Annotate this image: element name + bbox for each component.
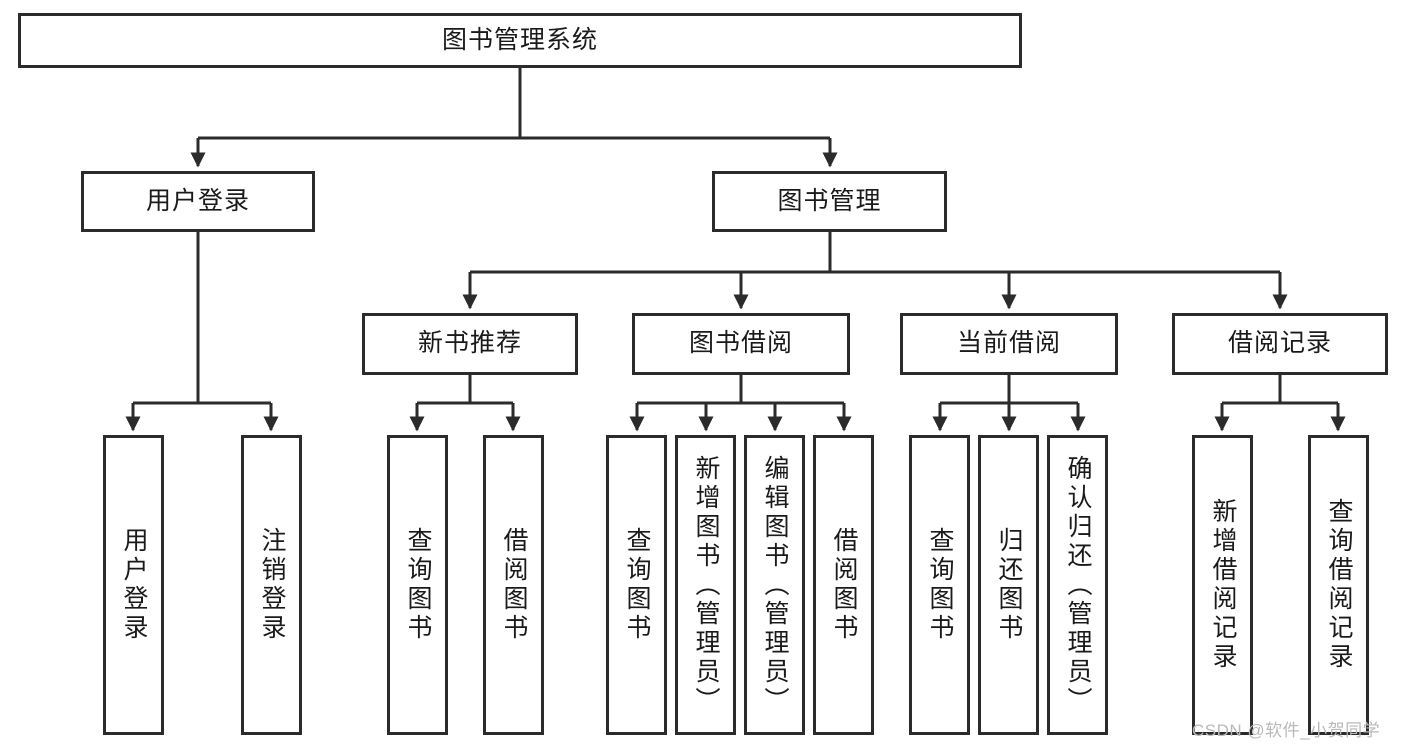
node-leaf-query-book-1[interactable]: 查询图书 <box>387 435 448 735</box>
node-leaf-edit-book[interactable]: 编辑图书（管理员） <box>744 435 805 735</box>
node-leaf-add-book[interactable]: 新增图书（管理员） <box>675 435 736 735</box>
node-leaf-edit-book-label: 编辑图书（管理员） <box>761 454 789 716</box>
node-leaf-query-book-2-label: 查询图书 <box>623 527 651 643</box>
node-current-borrow[interactable]: 当前借阅 <box>900 313 1118 375</box>
node-leaf-borrow-book-2[interactable]: 借阅图书 <box>813 435 874 735</box>
node-leaf-add-borrow-record-label: 新增借阅记录 <box>1209 498 1237 672</box>
node-book-management[interactable]: 图书管理 <box>712 171 947 232</box>
node-leaf-query-book-3-label: 查询图书 <box>926 527 954 643</box>
node-leaf-query-book-3[interactable]: 查询图书 <box>909 435 970 735</box>
csdn-watermark: CSDN @软件_小贺同学 <box>1192 721 1381 740</box>
node-new-book-recommend-label: 新书推荐 <box>417 329 522 358</box>
node-leaf-add-book-label: 新增图书（管理员） <box>692 454 720 716</box>
node-user-login-label: 用户登录 <box>145 186 250 215</box>
node-user-login[interactable]: 用户登录 <box>81 171 315 232</box>
node-leaf-query-book-1-label: 查询图书 <box>404 527 432 643</box>
node-leaf-query-book-2[interactable]: 查询图书 <box>606 435 667 735</box>
node-root[interactable]: 图书管理系统 <box>18 13 1022 68</box>
node-leaf-return-book-label: 归还图书 <box>995 527 1023 643</box>
node-leaf-add-borrow-record[interactable]: 新增借阅记录 <box>1192 435 1253 735</box>
node-leaf-return-book[interactable]: 归还图书 <box>978 435 1039 735</box>
node-leaf-query-borrow-record[interactable]: 查询借阅记录 <box>1308 435 1369 735</box>
node-leaf-logout-login[interactable]: 注销登录 <box>241 435 302 735</box>
node-book-borrow-label: 图书借阅 <box>688 329 793 358</box>
node-current-borrow-label: 当前借阅 <box>956 329 1061 358</box>
node-leaf-borrow-book-1[interactable]: 借阅图书 <box>483 435 544 735</box>
node-borrow-record-label: 借阅记录 <box>1227 329 1332 358</box>
node-book-management-label: 图书管理 <box>777 186 882 215</box>
node-new-book-recommend[interactable]: 新书推荐 <box>362 313 578 375</box>
node-book-borrow[interactable]: 图书借阅 <box>632 313 850 375</box>
node-leaf-confirm-return[interactable]: 确认归还（管理员） <box>1047 435 1108 735</box>
node-leaf-borrow-book-1-label: 借阅图书 <box>500 527 528 643</box>
node-leaf-borrow-book-2-label: 借阅图书 <box>830 527 858 643</box>
node-leaf-confirm-return-label: 确认归还（管理员） <box>1064 454 1092 716</box>
node-leaf-query-borrow-record-label: 查询借阅记录 <box>1325 498 1353 672</box>
node-leaf-logout-login-label: 注销登录 <box>258 527 286 643</box>
node-root-label: 图书管理系统 <box>441 25 598 54</box>
node-leaf-user-login[interactable]: 用户登录 <box>103 435 164 735</box>
node-leaf-user-login-label: 用户登录 <box>120 527 148 643</box>
node-borrow-record[interactable]: 借阅记录 <box>1172 313 1388 375</box>
